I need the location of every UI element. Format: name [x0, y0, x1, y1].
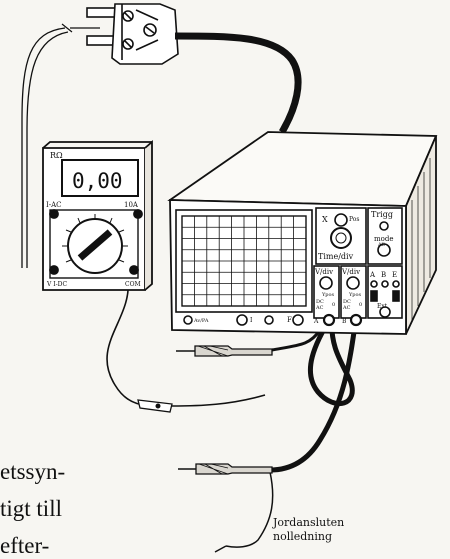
all-label: All [377, 242, 385, 248]
channel-b-vdiv-knob[interactable] [346, 276, 360, 290]
ext-trigger-input[interactable] [379, 306, 391, 318]
x-pos-knob[interactable] [334, 213, 348, 227]
multimeter-range-left: I-AC [46, 201, 62, 209]
multimeter [42, 140, 153, 291]
input-a-knob[interactable] [370, 280, 378, 288]
channel-b-panel [340, 265, 367, 319]
input-b-knob[interactable] [381, 280, 389, 288]
trigg-label: Trigg [371, 210, 393, 219]
center-knob[interactable] [264, 315, 274, 325]
pos-label: Pos [349, 216, 360, 223]
multimeter-reading: 0,00 [72, 169, 123, 193]
body-text-line-1: etssyn- [0, 459, 66, 484]
focus-knob[interactable] [292, 314, 304, 326]
multimeter-range-right: 10A [124, 201, 139, 209]
switch-e[interactable] [392, 290, 400, 302]
channel-a-ypos-label: Ypos [321, 292, 335, 298]
input-jack-b[interactable] [349, 313, 363, 327]
multimeter-jack-left-label: V I-DC [46, 281, 67, 288]
channel-b-zero-label: 0 [359, 302, 362, 308]
input-a-label: A [313, 318, 319, 325]
select-a-label: A [369, 271, 376, 279]
jack-i-ac[interactable] [49, 209, 59, 219]
channel-b-vdiv-label: V/div [341, 268, 360, 276]
power-label: Av/PA [193, 318, 209, 324]
trigger-knob[interactable] [379, 221, 389, 231]
select-b-label: B [381, 271, 386, 279]
switch-a[interactable] [370, 290, 378, 302]
channel-b-ypos-label: Ypos [348, 292, 362, 298]
trigger-panel [367, 207, 403, 265]
select-e-label: E [392, 271, 397, 279]
ground-annotation-line2: nolledning [273, 530, 332, 543]
ext-label: Ext [377, 303, 388, 310]
channel-a-panel [313, 265, 340, 319]
channel-a-zero-label: 0 [332, 302, 335, 308]
channel-a-dc-label: DC [316, 299, 324, 305]
channel-a-ac-label: AC [315, 305, 324, 311]
power-button[interactable] [183, 315, 193, 325]
mode-label: mode [374, 235, 393, 243]
multimeter-unit-label: RΩ [50, 151, 63, 160]
ground-annotation-line1: Jordansluten [272, 516, 344, 529]
x-pos-label: X [322, 215, 328, 224]
intensity-label: I [250, 317, 253, 324]
multimeter-jack-right-label: COM [125, 281, 141, 288]
jack-10a[interactable] [133, 209, 143, 219]
probe-b [178, 463, 273, 475]
jack-v-i-dc[interactable] [49, 265, 59, 275]
channel-a-vdiv-knob[interactable] [319, 276, 333, 290]
screen-grid [182, 216, 306, 306]
channel-b-ac-label: AC [342, 305, 351, 311]
jack-com[interactable] [129, 265, 139, 275]
trigger-mode-knob[interactable] [377, 243, 391, 257]
wall-plug [61, 3, 179, 65]
body-text-line-2: tigt till [0, 496, 62, 521]
time-div-label: Time/div [318, 252, 354, 261]
intensity-knob[interactable] [236, 314, 248, 326]
channel-b-dc-label: DC [343, 299, 351, 305]
body-text-line-3: efter- [0, 533, 50, 558]
multimeter-display [61, 159, 139, 197]
input-e-knob[interactable] [392, 280, 400, 288]
cables [21, 27, 359, 553]
probe-a [176, 345, 273, 357]
channel-a-vdiv-label: V/div [314, 268, 333, 276]
input-b-label: B [342, 318, 347, 325]
focus-label: F [287, 316, 292, 324]
input-jack-a[interactable] [322, 313, 336, 327]
